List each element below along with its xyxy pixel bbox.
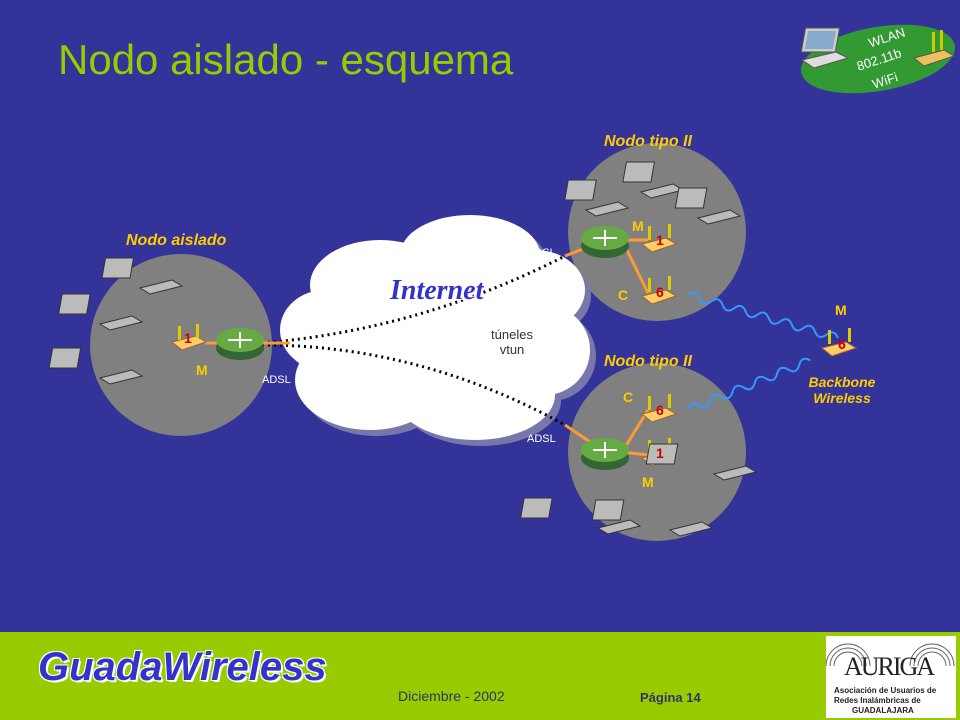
laptop-icon (645, 443, 758, 481)
signal-arcs-icon (826, 643, 955, 667)
backbone-role-m: M (835, 302, 847, 318)
top-role-c: C (618, 287, 629, 303)
isolated-role-m: M (196, 362, 208, 378)
bottom-ap-number-m: 1 (656, 445, 664, 461)
top-role-m: M (632, 218, 644, 234)
type2-top-node-label: Nodo tipo II (604, 133, 692, 150)
access-point-icon (820, 328, 858, 357)
network-diagram (48, 143, 858, 541)
tunnel-label: túneles vtun (472, 327, 552, 357)
tunnel-line-2: vtun (499, 342, 525, 357)
laptop-icon (800, 27, 850, 69)
laptop-icon (520, 497, 642, 535)
bottom-role-m: M (642, 474, 654, 490)
access-point-icon (912, 30, 956, 67)
backbone-line-1: Backbone (808, 374, 876, 390)
laptop-icon (48, 347, 144, 385)
isolated-node-label: Nodo aislado (126, 232, 227, 249)
laptop-icon (674, 187, 742, 225)
router-icon (581, 226, 629, 258)
adsl-label-left: ADSL (262, 374, 291, 386)
footer-bar (0, 632, 960, 720)
bottom-ap-number-c: 6 (656, 402, 664, 418)
internet-label: Internet (390, 275, 484, 306)
isolated-ap-number: 1 (184, 330, 192, 346)
brand-name: GuadaWireless (38, 645, 327, 689)
footer-date: Diciembre - 2002 (398, 688, 505, 704)
access-point-icon (170, 324, 208, 351)
access-point-icon (640, 224, 678, 253)
tunnel-line-1: túneles (491, 327, 533, 342)
auriga-wordmark: AURIGA (844, 652, 935, 681)
top-ap-number-m: 1 (656, 232, 664, 248)
adsl-label-bottom: ADSL (527, 433, 556, 445)
logo-line-2: Redes Inalámbricas de (834, 696, 921, 705)
vtun-tunnels (261, 254, 566, 427)
wireless-backbone-links (687, 291, 839, 411)
type2-bottom-node-label: Nodo tipo II (604, 353, 692, 370)
internet-cloud (280, 215, 596, 446)
logo-line-1: Asociación de Usuarios de (834, 686, 937, 695)
backbone-label: Backbone Wireless (800, 374, 884, 406)
laptop-icon (622, 161, 685, 199)
bottom-role-c: C (623, 389, 634, 405)
laptop-icon (58, 293, 144, 331)
page-number: Página 14 (640, 690, 701, 705)
adsl-label-top: ADSL (527, 247, 556, 259)
wlan-logo (800, 24, 956, 94)
router-icon (216, 328, 264, 360)
access-point-icon (640, 394, 678, 423)
auriga-logo: AURIGA Asociación de Usuarios de Redes I… (826, 636, 956, 718)
backbone-ap-number: 6 (838, 336, 846, 352)
laptop-icon (101, 257, 184, 295)
router-icon (581, 438, 629, 470)
backbone-line-2: Wireless (813, 390, 871, 406)
logo-line-3: GUADALAJARA (852, 706, 914, 715)
laptop-icon (591, 499, 714, 537)
laptop-icon (564, 179, 630, 217)
top-ap-number-c: 6 (656, 284, 664, 300)
page-title: Nodo aislado - esquema (58, 36, 514, 83)
access-point-icon (640, 276, 678, 305)
